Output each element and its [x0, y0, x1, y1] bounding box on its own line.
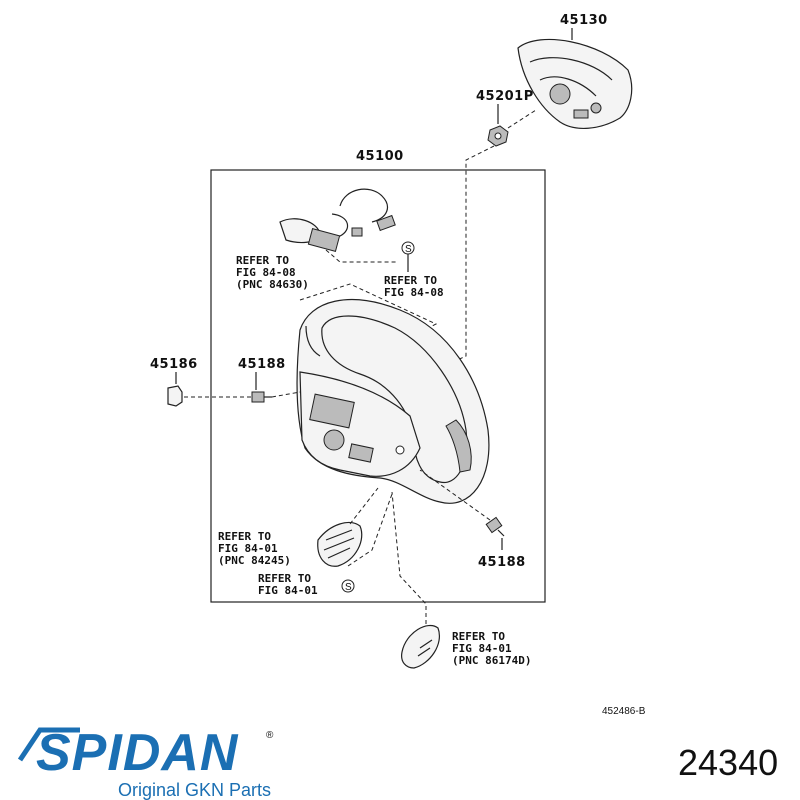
brand-name: SPIDAN — [36, 724, 239, 782]
steering-wheel-icon — [296, 299, 490, 504]
svg-text:FIG 84-01: FIG 84-01 — [218, 542, 278, 555]
label-45130: 45130 — [560, 13, 608, 28]
brand-tagline: Original GKN Parts — [118, 780, 271, 800]
label-45188-right: 45188 — [478, 555, 526, 570]
svg-text:(PNC 86174D): (PNC 86174D) — [452, 654, 531, 667]
ref-fig-84-01: REFER TO FIG 84-01 — [258, 572, 318, 597]
svg-text:(PNC 84630): (PNC 84630) — [236, 278, 309, 291]
label-45188-left: 45188 — [238, 357, 286, 372]
registered-mark: ® — [266, 730, 274, 741]
svg-text:REFER TO: REFER TO — [218, 530, 271, 543]
svg-text:(PNC 84245): (PNC 84245) — [218, 554, 291, 567]
part-number: 24340 — [678, 742, 778, 783]
symbol-s-top: S — [401, 241, 415, 255]
ref-fig-84-08-pnc: REFER TO FIG 84-08 (PNC 84630) — [236, 254, 309, 291]
switch-cover-icon — [317, 521, 363, 567]
airbag-module-icon — [517, 38, 633, 129]
symbol-s-bottom: S — [341, 579, 355, 593]
svg-text:FIG 84-01: FIG 84-01 — [258, 584, 318, 597]
svg-text:FIG 84-08: FIG 84-08 — [384, 286, 444, 299]
nut-icon — [487, 125, 509, 147]
label-45201p: 45201P — [476, 89, 534, 104]
svg-text:FIG 84-08: FIG 84-08 — [236, 266, 296, 279]
assembly-frame — [210, 169, 546, 603]
svg-text:FIG 84-01: FIG 84-01 — [452, 642, 512, 655]
ref-fig-84-01-pnc-86174d: REFER TO FIG 84-01 (PNC 86174D) — [452, 630, 531, 667]
svg-text:REFER TO: REFER TO — [384, 274, 437, 287]
wire-harness-icon — [279, 188, 396, 252]
svg-text:S: S — [345, 582, 352, 593]
ref-fig-84-08: REFER TO FIG 84-08 — [384, 274, 444, 299]
clip-45186-icon — [167, 385, 183, 407]
ref-fig-84-01-pnc-84245: REFER TO FIG 84-01 (PNC 84245) — [218, 530, 291, 567]
screw-left-icon — [251, 391, 272, 403]
svg-text:REFER TO: REFER TO — [258, 572, 311, 585]
label-45100: 45100 — [356, 149, 404, 164]
svg-text:REFER TO: REFER TO — [236, 254, 289, 267]
label-45186: 45186 — [150, 357, 198, 372]
svg-text:S: S — [405, 244, 412, 255]
brand-logo: SPIDAN ® — [17, 724, 274, 782]
lower-cover-icon — [401, 624, 440, 669]
diagram-code: 452486-B — [602, 706, 646, 717]
screw-right-icon — [485, 516, 505, 537]
svg-text:REFER TO: REFER TO — [452, 630, 505, 643]
